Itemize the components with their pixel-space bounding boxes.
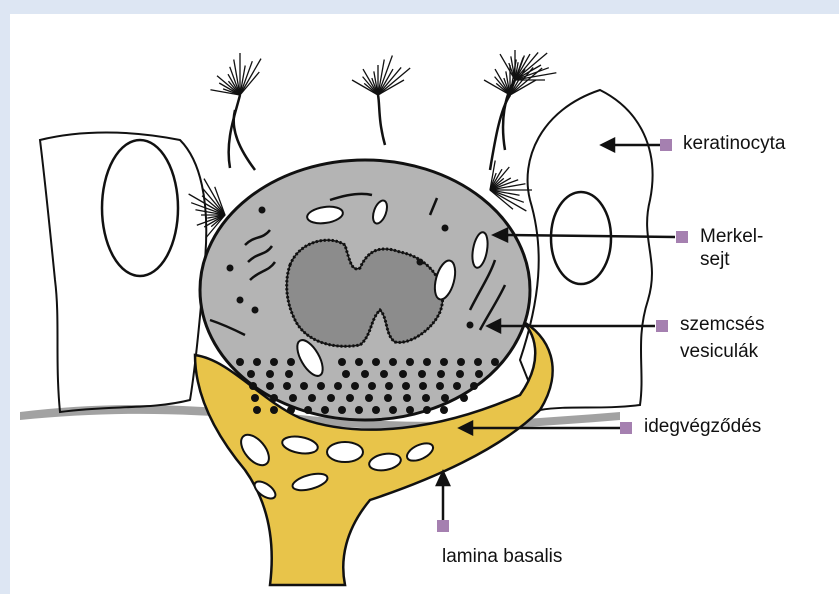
label-lamina-basalis: lamina basalis (442, 546, 562, 568)
label-idegvegzodes: idegvégződés (644, 416, 761, 438)
label-merkel-line2: sejt (700, 249, 730, 271)
label-keratinocyta: keratinocyta (683, 133, 785, 155)
label-szemcses-line2: vesiculák (680, 341, 758, 363)
right-keratinocyte-nucleus (551, 192, 611, 284)
idegvegzodes-marker (620, 422, 632, 434)
szemcses-marker (656, 320, 668, 332)
desmosome-stalks (229, 80, 515, 170)
left-keratinocyte (40, 133, 206, 413)
left-keratinocyte-nucleus (102, 140, 178, 276)
merkel-marker (676, 231, 688, 243)
keratinocyta-marker (660, 139, 672, 151)
lamina-marker (437, 520, 449, 532)
label-merkel-line1: Merkel- (700, 226, 763, 248)
label-szemcses-line1: szemcsés (680, 314, 764, 336)
